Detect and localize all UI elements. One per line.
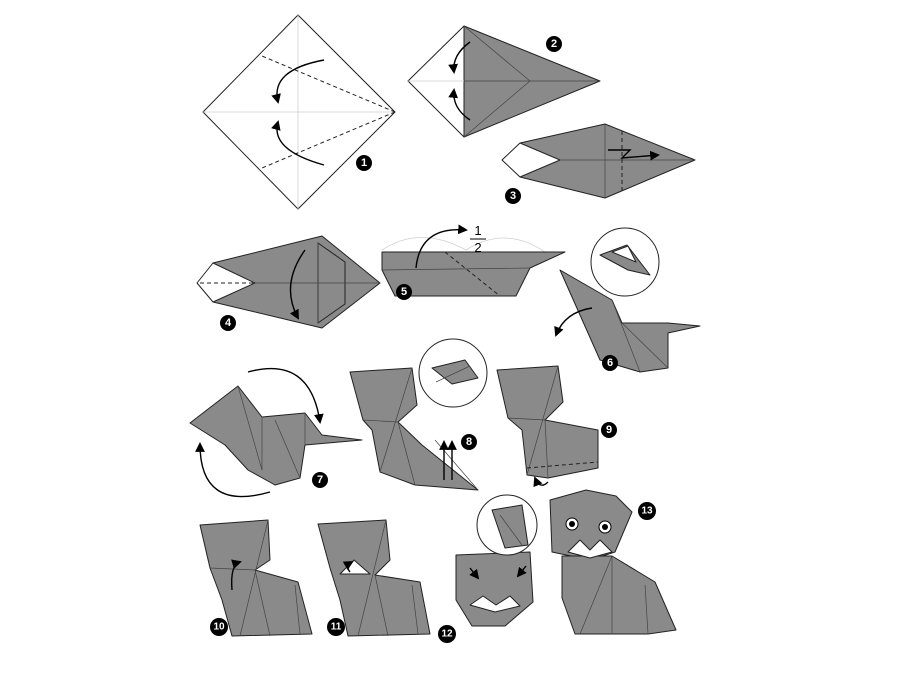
step-badge-12: 12 bbox=[438, 625, 456, 643]
step-7-diagram bbox=[189, 367, 363, 498]
step-badge-3: 3 bbox=[505, 188, 521, 204]
step-11-diagram bbox=[317, 519, 431, 637]
svg-text:3: 3 bbox=[510, 190, 516, 202]
svg-text:7: 7 bbox=[317, 474, 323, 486]
svg-text:13: 13 bbox=[641, 506, 653, 517]
step-1-diagram bbox=[202, 14, 396, 210]
fraction-denominator: 2 bbox=[474, 240, 481, 255]
step-badge-11: 11 bbox=[327, 618, 345, 636]
step-badge-5: 5 bbox=[396, 284, 412, 300]
step-2-diagram bbox=[407, 25, 601, 138]
step-badge-8: 8 bbox=[461, 434, 477, 450]
step-9-diagram bbox=[496, 365, 599, 488]
step-badge-1: 1 bbox=[356, 155, 372, 171]
step-badge-10: 10 bbox=[210, 618, 228, 636]
svg-text:6: 6 bbox=[607, 357, 613, 369]
svg-text:5: 5 bbox=[401, 286, 407, 298]
step-3-diagram bbox=[501, 123, 696, 199]
cat-mouth bbox=[567, 539, 613, 559]
svg-text:9: 9 bbox=[606, 424, 612, 436]
step-badge-4: 4 bbox=[220, 315, 236, 331]
step-6-diagram bbox=[554, 227, 701, 373]
svg-text:8: 8 bbox=[466, 436, 472, 448]
step-badge-2: 2 bbox=[546, 36, 562, 52]
svg-text:11: 11 bbox=[331, 622, 342, 633]
step-badge-13: 13 bbox=[638, 502, 656, 520]
svg-text:4: 4 bbox=[225, 317, 232, 329]
step-4-diagram bbox=[196, 235, 381, 329]
step-badge-6: 6 bbox=[602, 355, 618, 371]
svg-text:2: 2 bbox=[551, 38, 557, 50]
step-5-diagram: 1 2 bbox=[381, 223, 566, 297]
step-12-diagram bbox=[455, 494, 538, 627]
step-8-diagram bbox=[349, 338, 488, 491]
step-badge-9: 9 bbox=[601, 422, 617, 438]
step-10-diagram bbox=[199, 519, 313, 637]
fraction-numerator: 1 bbox=[474, 223, 481, 238]
svg-text:1: 1 bbox=[361, 157, 367, 169]
svg-text:12: 12 bbox=[441, 629, 453, 640]
svg-text:10: 10 bbox=[213, 622, 225, 633]
step-13-finished-cat bbox=[549, 489, 677, 635]
step-badge-7: 7 bbox=[312, 472, 328, 488]
